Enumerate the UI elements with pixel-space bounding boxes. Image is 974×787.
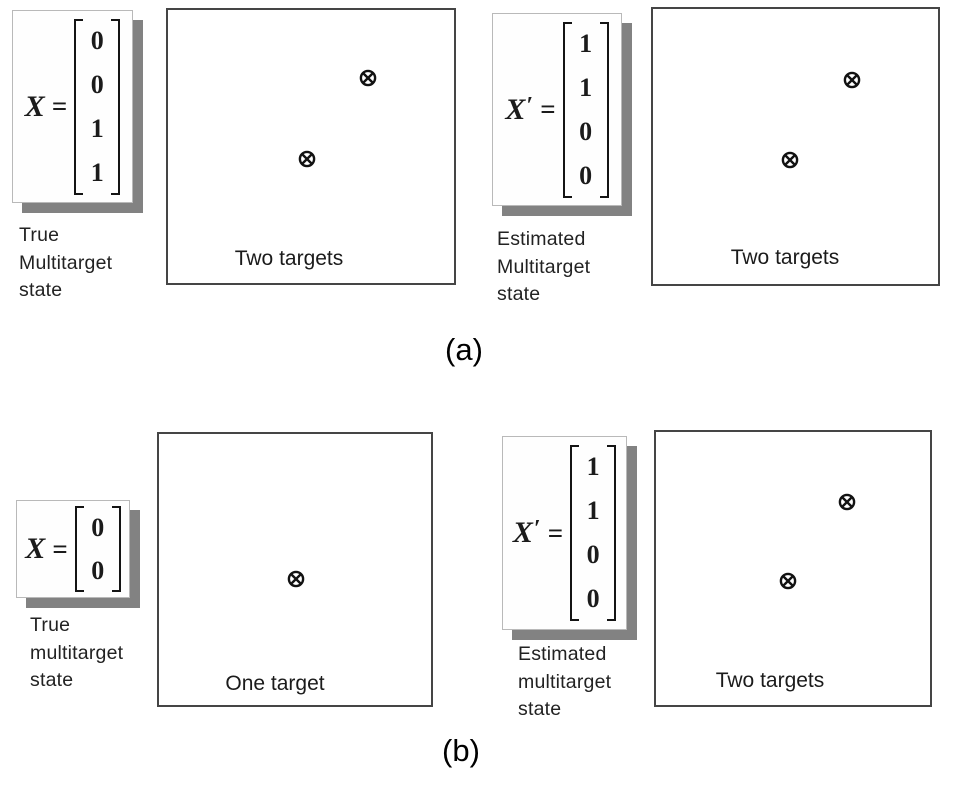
label-line: Multitarget <box>497 255 591 278</box>
prime-mark: ′ <box>526 92 534 119</box>
vector-entry: 0 <box>586 584 600 613</box>
label-line: True <box>19 224 60 246</box>
equals-sign: = <box>540 94 556 124</box>
vector-entry: 0 <box>91 512 105 542</box>
vector-entry: 0 <box>579 160 593 190</box>
true-state-card-a: X = 0 0 1 1 <box>12 10 133 203</box>
vector-entry: 1 <box>579 28 593 58</box>
label-line: state <box>19 279 63 301</box>
true-target-panel-b: One target <box>157 432 433 707</box>
prime-mark: ′ <box>533 516 541 542</box>
panel-label: Two targets <box>715 669 825 692</box>
vector-entry: 0 <box>90 25 104 55</box>
equals-sign: = <box>52 533 68 564</box>
caption-b: (b) <box>442 733 480 768</box>
vector-entry: 0 <box>90 69 104 99</box>
true-state-label-a: True Multitarget state <box>19 222 112 305</box>
vector-entry: 1 <box>579 72 593 102</box>
circled-times-icon <box>781 151 799 169</box>
state-variable: X <box>25 532 46 565</box>
state-vector: 0 0 1 1 <box>74 18 121 195</box>
target-marker <box>838 493 856 511</box>
true-state-card-b: X = 0 0 <box>16 500 130 598</box>
circled-times-icon <box>287 570 305 588</box>
state-variable: X′ <box>512 516 541 549</box>
panel-label: Two targets <box>730 246 840 269</box>
vector-entry: 0 <box>579 116 593 146</box>
estimated-target-panel-b: Two targets <box>654 430 932 707</box>
circled-times-icon <box>838 493 856 511</box>
state-vector: 1 1 0 0 <box>570 445 617 621</box>
vector-entry: 0 <box>91 555 105 585</box>
vector-entry: 1 <box>586 452 600 481</box>
label-line: state <box>497 283 541 305</box>
circled-times-icon <box>359 69 377 87</box>
state-variable: X <box>24 89 45 123</box>
vector-entry: 1 <box>90 113 104 143</box>
target-marker <box>298 150 316 168</box>
label-line: Estimated <box>497 228 586 250</box>
estimated-target-panel-a: Two targets <box>651 7 940 286</box>
label-line: multitarget <box>30 641 124 664</box>
label-line: state <box>30 669 74 691</box>
label-line: True <box>30 614 71 636</box>
state-vector: 0 0 <box>74 506 121 592</box>
equals-sign: = <box>51 91 68 121</box>
vector-entry: 0 <box>586 540 600 569</box>
state-variable: X′ <box>505 92 534 126</box>
caption-a: (a) <box>445 332 483 367</box>
true-state-label-b: True multitarget state <box>30 612 123 695</box>
target-marker <box>287 570 305 588</box>
state-vector: 1 1 0 0 <box>562 21 609 198</box>
circled-times-icon <box>779 572 797 590</box>
label-line: Multitarget <box>19 251 113 274</box>
target-marker <box>779 572 797 590</box>
target-marker <box>359 69 377 87</box>
estimated-state-card-a: X′ = 1 1 0 0 <box>492 13 622 206</box>
vector-entry: 1 <box>586 496 600 525</box>
label-line: Estimated <box>518 643 607 665</box>
true-target-panel-a: Two targets <box>166 8 456 285</box>
estimated-state-card-b: X′ = 1 1 0 0 <box>502 436 627 630</box>
equals-sign: = <box>547 517 564 548</box>
vector-entry: 1 <box>90 157 104 187</box>
target-marker <box>843 71 861 89</box>
target-marker <box>781 151 799 169</box>
estimated-state-label-a: Estimated Multitarget state <box>497 226 590 309</box>
estimated-state-label-b: Estimated multitarget state <box>518 641 611 724</box>
circled-times-icon <box>843 71 861 89</box>
label-line: multitarget <box>518 670 612 693</box>
label-line: state <box>518 698 562 720</box>
panel-label: One target <box>225 672 325 695</box>
circled-times-icon <box>298 150 316 168</box>
panel-label: Two targets <box>234 247 344 270</box>
